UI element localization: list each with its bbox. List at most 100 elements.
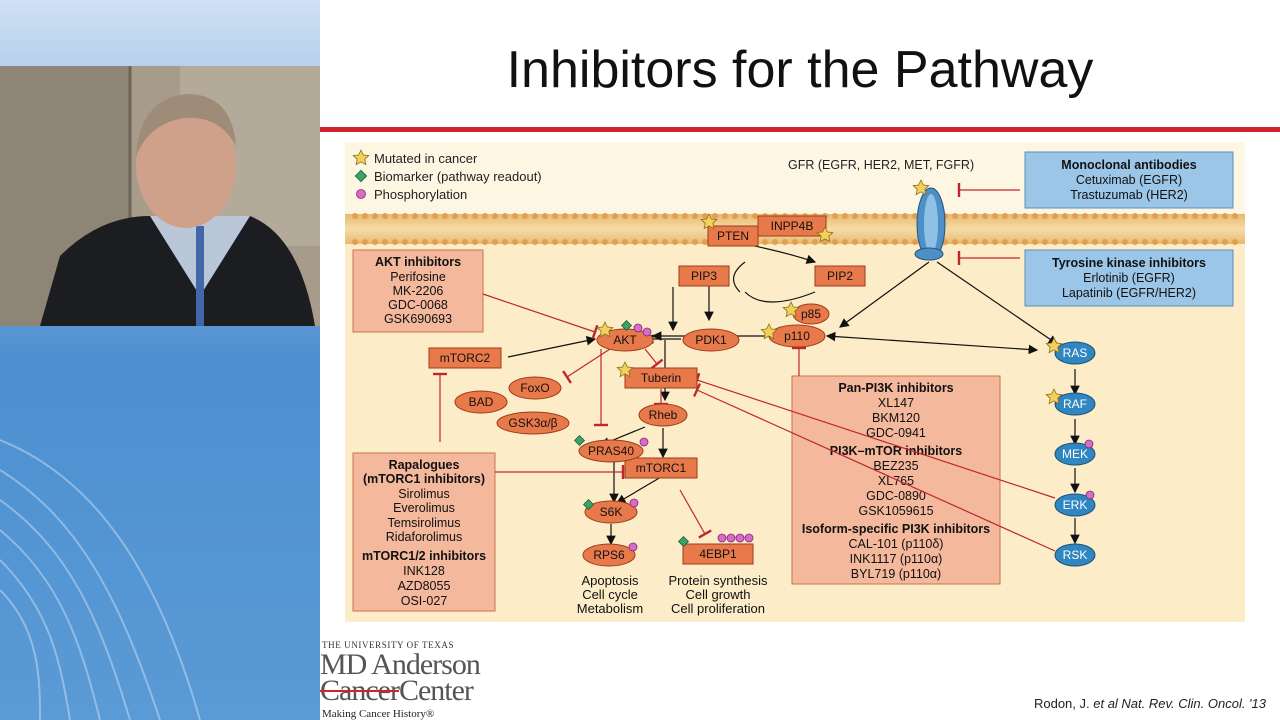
mtorc2-node: mTORC2 — [428, 347, 502, 369]
svg-text:p110: p110 — [784, 329, 810, 343]
citation-journal: et al Nat. Rev. Clin. Oncol. '13 — [1089, 696, 1266, 711]
svg-text:BYL719 (p110α): BYL719 (p110α) — [851, 567, 941, 581]
rapalogues-box: Rapalogues (mTORC1 inhibitors) Sirolimus… — [352, 452, 496, 612]
star-icon — [1045, 388, 1063, 405]
svg-text:PIP3: PIP3 — [691, 269, 717, 283]
diamond-icon — [677, 535, 690, 548]
pathway-diagram: Mutated in cancer Biomarker (pathway rea… — [345, 142, 1245, 622]
rsk-node: RSK — [1054, 543, 1096, 567]
svg-text:RSK: RSK — [1063, 548, 1088, 562]
md-anderson-logo: THE UNIVERSITY OF TEXAS MD Anderson Canc… — [320, 638, 500, 720]
pras40-node: PRAS40 — [578, 439, 644, 463]
p85-node: p85 — [792, 303, 830, 325]
slide-title: Inhibitors for the Pathway — [506, 41, 1094, 99]
svg-text:OSI-027: OSI-027 — [401, 594, 448, 608]
legend-phospho: Phosphorylation — [374, 187, 467, 202]
svg-text:Erlotinib (EGFR): Erlotinib (EGFR) — [1083, 271, 1175, 285]
cell-membrane — [345, 213, 1245, 245]
logo-university-line: THE UNIVERSITY OF TEXAS — [322, 640, 455, 650]
diamond-icon — [573, 434, 586, 447]
star-icon — [700, 213, 718, 230]
star-icon — [596, 321, 614, 338]
erk-node: ERK — [1054, 493, 1096, 517]
svg-text:FoxO: FoxO — [520, 381, 549, 395]
svg-text:Tyrosine kinase inhibitors: Tyrosine kinase inhibitors — [1052, 256, 1206, 270]
svg-text:Rapalogues: Rapalogues — [389, 458, 460, 472]
star-icon — [1045, 337, 1063, 354]
foxo-node: FoxO — [508, 376, 562, 400]
diamond-icon — [582, 498, 595, 511]
svg-text:AKT inhibitors: AKT inhibitors — [375, 255, 461, 269]
svg-text:PIP2: PIP2 — [827, 269, 853, 283]
phospho-icon — [726, 533, 736, 543]
logo-tagline: Making Cancer History® — [322, 708, 435, 720]
diamond-icon — [620, 319, 633, 332]
receptor-label: GFR (EGFR, HER2, MET, FGFR) — [788, 158, 974, 172]
svg-text:MK-2206: MK-2206 — [393, 284, 444, 298]
svg-text:PTEN: PTEN — [717, 229, 749, 243]
svg-text:S6K: S6K — [600, 505, 623, 519]
biomarker-diamonds — [573, 319, 690, 548]
svg-text:Trastuzumab (HER2): Trastuzumab (HER2) — [1070, 188, 1188, 202]
svg-text:Pan-PI3K inhibitors: Pan-PI3K inhibitors — [838, 381, 953, 395]
tki-box: Tyrosine kinase inhibitors Erlotinib (EG… — [1024, 249, 1234, 307]
svg-text:GDC-0941: GDC-0941 — [866, 426, 926, 440]
phospho-icon — [633, 323, 643, 333]
svg-text:RAS: RAS — [1063, 346, 1088, 360]
svg-text:XL147: XL147 — [878, 396, 914, 410]
svg-text:INK128: INK128 — [403, 564, 445, 578]
tuberin-node: Tuberin — [624, 367, 698, 389]
pten-node: PTEN — [707, 225, 759, 247]
gsk3-node: GSK3α/β — [496, 411, 570, 435]
legend-mutated: Mutated in cancer — [374, 151, 478, 166]
svg-text:Isoform-specific PI3K inhibito: Isoform-specific PI3K inhibitors — [802, 522, 990, 536]
pip2-node: PIP2 — [814, 265, 866, 287]
monoclonal-box: Monoclonal antibodies Cetuximab (EGFR) T… — [1024, 151, 1234, 209]
logo-cancer-center: CancerCenter — [320, 674, 474, 708]
mek-node: MEK — [1054, 442, 1096, 466]
logo-cancer-word: Cancer — [320, 674, 400, 707]
star-icon — [616, 361, 634, 378]
phospho-icon — [628, 542, 638, 552]
title-divider — [320, 127, 1280, 132]
citation: Rodon, J. et al Nat. Rev. Clin. Oncol. '… — [1034, 696, 1266, 711]
svg-text:MEK: MEK — [1062, 447, 1088, 461]
rheb-node: Rheb — [638, 403, 688, 427]
svg-text:INPP4B: INPP4B — [771, 219, 814, 233]
svg-text:Perifosine: Perifosine — [390, 270, 446, 284]
logo-md-anderson: MD Anderson — [320, 648, 481, 681]
svg-text:GSK1059615: GSK1059615 — [858, 504, 933, 518]
phospho-icon — [629, 498, 639, 508]
svg-text:GDC-0068: GDC-0068 — [388, 298, 448, 312]
svg-text:ERK: ERK — [1063, 498, 1088, 512]
star-icon — [816, 226, 834, 243]
phospho-icon — [642, 327, 652, 337]
svg-text:RAF: RAF — [1063, 397, 1087, 411]
outcome-right: Protein synthesis Cell growth Cell proli… — [669, 573, 768, 616]
bad-node: BAD — [454, 390, 508, 414]
outcome-left: Apoptosis Cell cycle Metabolism — [577, 573, 643, 616]
phospho-icon — [1084, 439, 1094, 449]
star-icon — [352, 149, 370, 166]
speaker-video — [0, 66, 320, 326]
svg-text:GDC-0890: GDC-0890 — [866, 489, 926, 503]
legend-biomarker: Biomarker (pathway readout) — [374, 169, 542, 184]
svg-text:BAD: BAD — [469, 395, 494, 409]
phospho-icon — [735, 533, 745, 543]
svg-text:Cell growth: Cell growth — [685, 587, 750, 602]
s6k-node: S6K — [584, 500, 638, 524]
pdk1-node: PDK1 — [682, 328, 740, 352]
phospho-icon — [1085, 490, 1095, 500]
svg-text:BKM120: BKM120 — [872, 411, 920, 425]
svg-text:Cell cycle: Cell cycle — [582, 587, 638, 602]
svg-text:PI3K–mTOR inhibitors: PI3K–mTOR inhibitors — [830, 444, 962, 458]
svg-text:AKT: AKT — [613, 333, 637, 347]
svg-text:RPS6: RPS6 — [593, 548, 625, 562]
legend: Mutated in cancer Biomarker (pathway rea… — [352, 149, 542, 202]
akt-node: AKT — [596, 328, 654, 352]
svg-text:Monoclonal antibodies: Monoclonal antibodies — [1061, 158, 1196, 172]
4ebp1-node: 4EBP1 — [682, 543, 754, 565]
svg-text:XL765: XL765 — [878, 474, 914, 488]
svg-text:mTORC2: mTORC2 — [440, 351, 491, 365]
svg-text:PRAS40: PRAS40 — [588, 444, 634, 458]
